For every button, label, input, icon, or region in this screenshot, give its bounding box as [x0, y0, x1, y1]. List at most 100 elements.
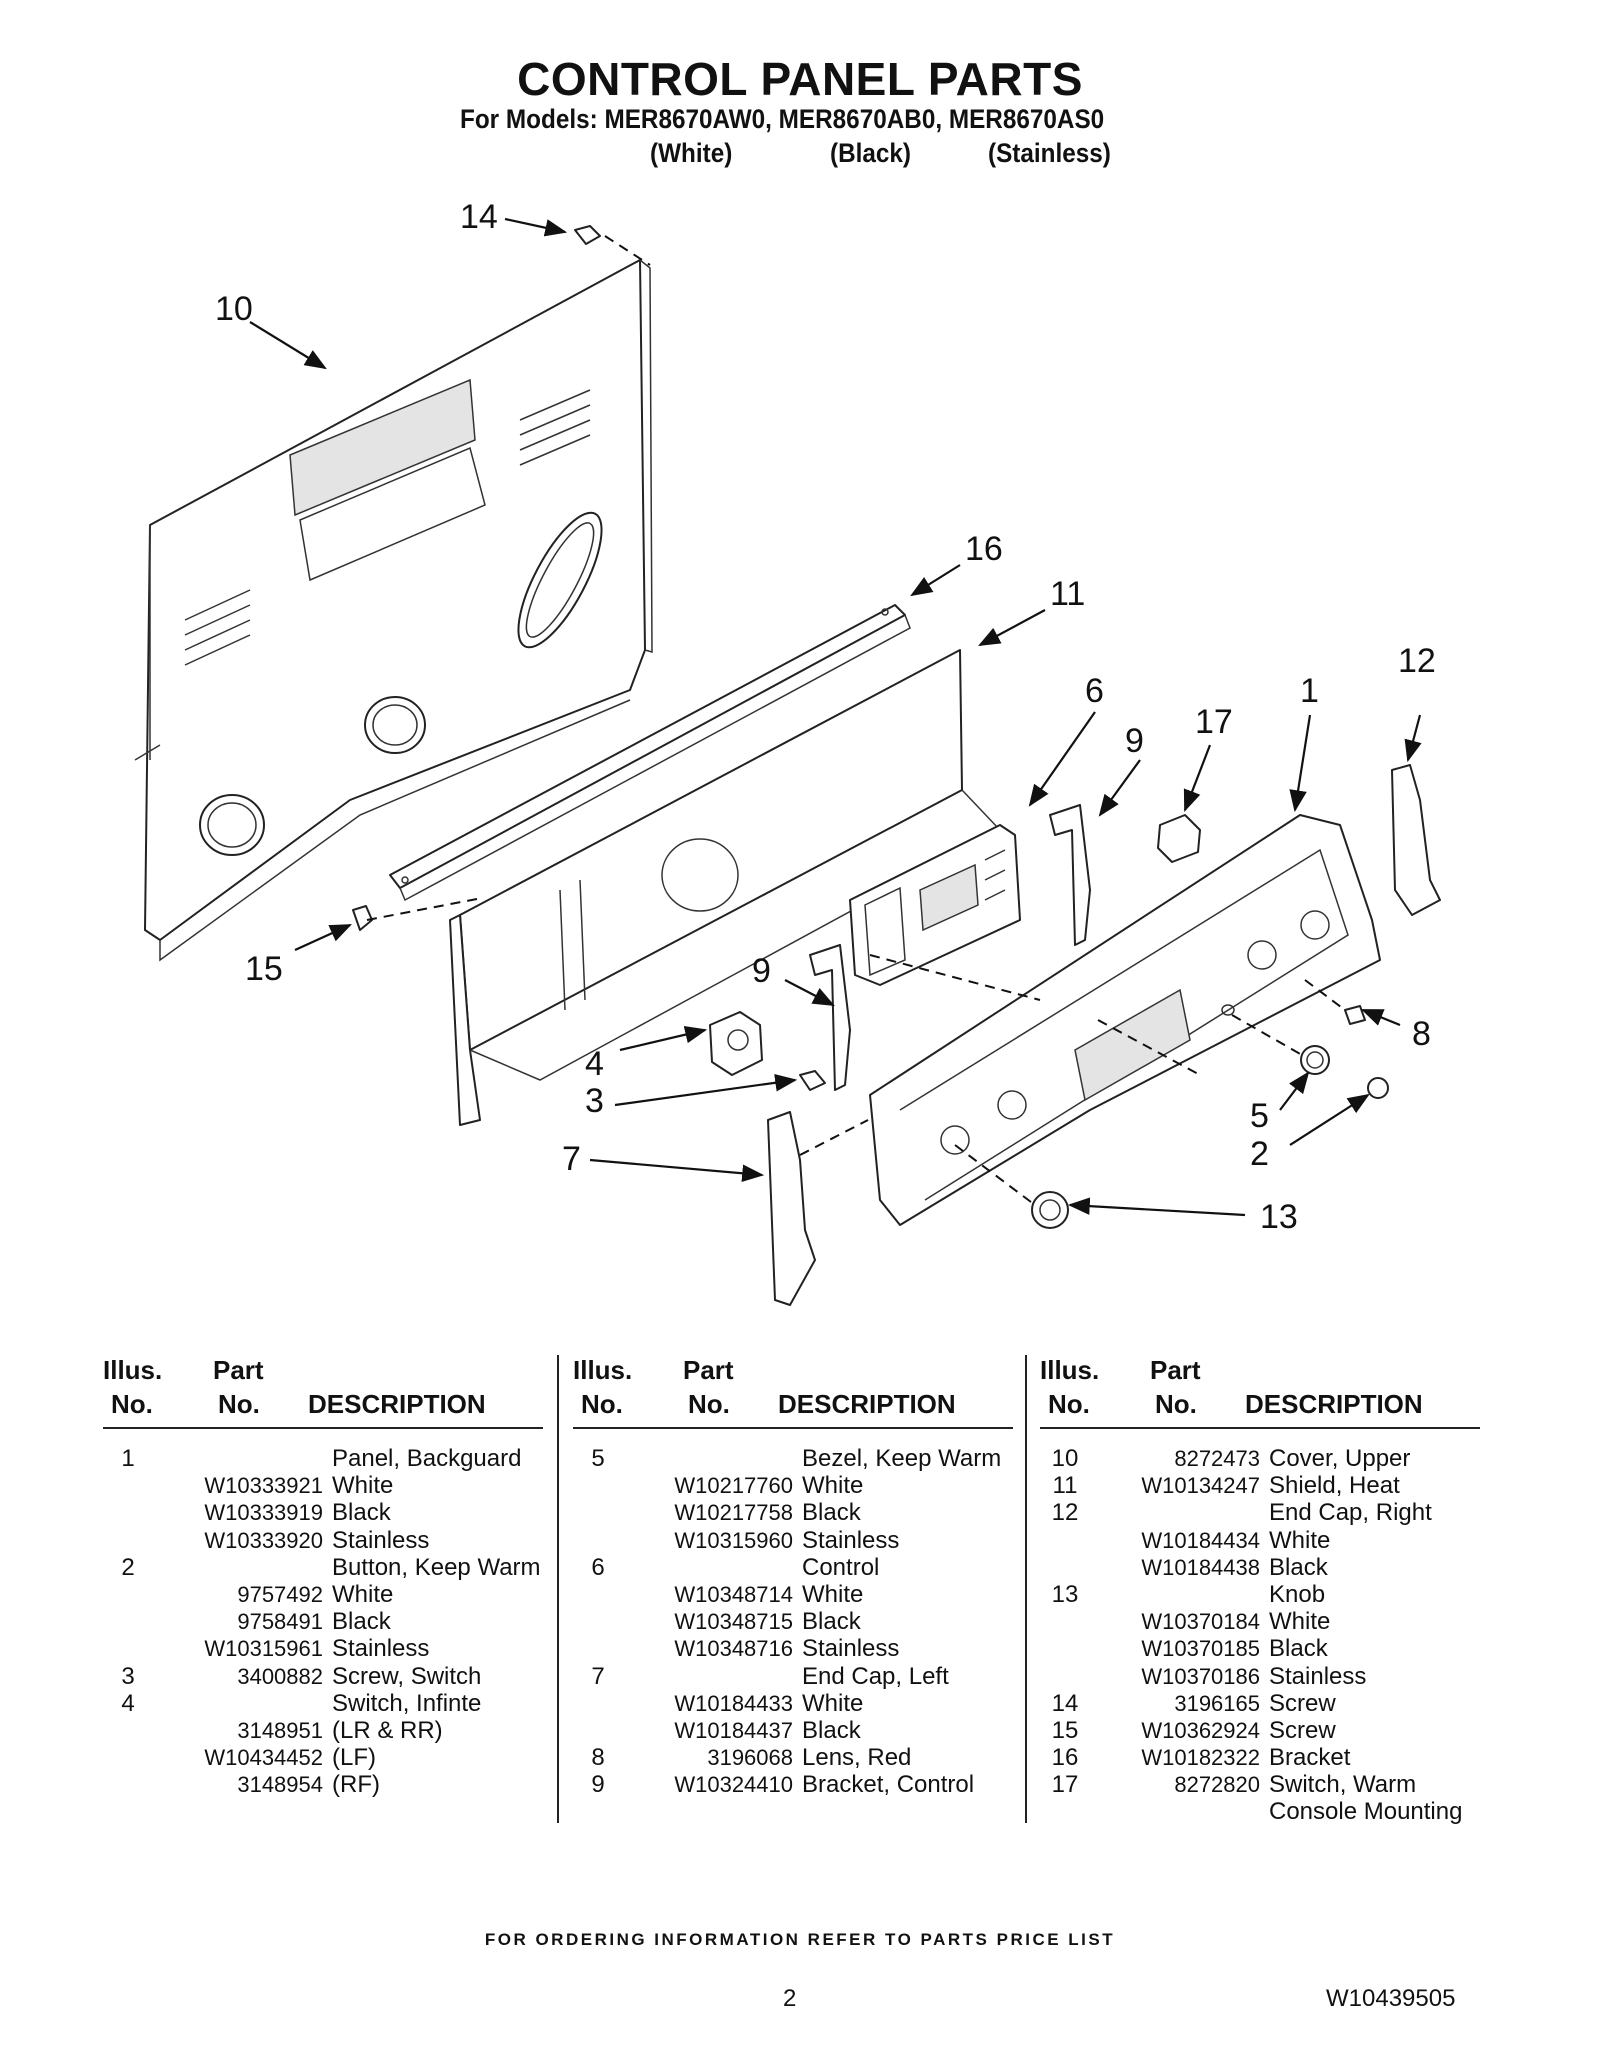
end-cap-right-part	[1391, 764, 1441, 916]
header-illus: Illus.	[103, 1355, 163, 1385]
table-row: 3148951(LR & RR)	[103, 1717, 553, 1744]
part-description: Bracket, Control	[802, 1771, 975, 1799]
part-description: Stainless	[802, 1635, 900, 1663]
part-number: W10182322	[1141, 1745, 1260, 1771]
part-number: 3196165	[1174, 1690, 1260, 1716]
lens-red-8-part	[1344, 1005, 1366, 1025]
header-illus-no: No.	[581, 1389, 623, 1419]
part-description: Black	[802, 1499, 861, 1527]
callout-12: 12	[1398, 642, 1436, 680]
part-number: W10315961	[204, 1636, 323, 1662]
header-part: Part	[213, 1355, 264, 1385]
part-description: White	[802, 1472, 864, 1500]
illus-number: 13	[1051, 1580, 1079, 1608]
table-row: W10217760 White	[573, 1472, 1023, 1499]
part-description: Black	[1269, 1635, 1328, 1663]
color-label-black: (Black)	[830, 138, 912, 168]
table-row: W10434452(LF)	[103, 1744, 553, 1771]
header-illus-no: No.	[111, 1389, 153, 1419]
part-number: 8272820	[1174, 1772, 1260, 1798]
callout-17: 17	[1195, 703, 1233, 741]
part-description: End Cap, Right	[1269, 1499, 1432, 1527]
control-board-part	[849, 824, 1021, 986]
ordering-note: FOR ORDERING INFORMATION REFER TO PARTS …	[484, 1930, 1116, 1949]
part-description: Cover, Upper	[1269, 1445, 1411, 1472]
header-description: DESCRIPTION	[1245, 1389, 1423, 1419]
callout-13: 13	[1260, 1198, 1298, 1236]
bezel-keep-warm-5-part	[1300, 1045, 1330, 1075]
column-divider-2	[1025, 1355, 1027, 1823]
part-description: (RF)	[332, 1771, 380, 1799]
infinite-switch-part	[709, 1011, 763, 1076]
part-number: 3400882	[237, 1663, 323, 1689]
part-number: W10362924	[1141, 1717, 1260, 1743]
part-description: Bracket	[1269, 1744, 1351, 1772]
part-description: White	[802, 1580, 864, 1608]
part-description: Black	[802, 1716, 861, 1744]
heat-shield-part	[449, 649, 1002, 1126]
part-description: Screw	[1269, 1689, 1336, 1717]
illus-number: 8	[591, 1744, 605, 1772]
callout-14: 14	[460, 198, 498, 236]
table-header: Illus. No. Part No. DESCRIPTION	[103, 1355, 543, 1429]
callout-1: 1	[1300, 672, 1319, 710]
warm-switch-part	[1157, 814, 1201, 863]
header-part: Part	[1150, 1355, 1201, 1385]
callout-10: 10	[215, 290, 253, 328]
part-description: White	[802, 1689, 864, 1717]
header-description: DESCRIPTION	[778, 1389, 956, 1419]
part-description: Shield, Heat	[1269, 1472, 1400, 1500]
table-header: Illus. No. Part No. DESCRIPTION	[1040, 1355, 1480, 1429]
page-title: CONTROL PANEL PARTS	[517, 53, 1083, 105]
page-number: 2	[783, 1985, 797, 2012]
part-number: W10315960	[674, 1527, 793, 1553]
callout-5: 5	[1250, 1097, 1269, 1135]
table-row: Console Mounting	[1040, 1798, 1490, 1825]
illus-number: 11	[1052, 1472, 1078, 1500]
callout-15: 15	[245, 950, 283, 988]
part-description: Panel, Backguard	[332, 1445, 522, 1472]
color-label-stainless: (Stainless)	[988, 138, 1111, 168]
header-part-no: No.	[688, 1389, 730, 1419]
part-number: W10348716	[674, 1636, 793, 1662]
part-number: W10217760	[674, 1473, 793, 1499]
callout-9-upper: 9	[1125, 722, 1144, 760]
part-description: Switch, Infinte	[332, 1689, 482, 1717]
document-number: W10439505	[1326, 1985, 1456, 2012]
illus-number: 17	[1051, 1771, 1079, 1799]
part-description: (LR & RR)	[332, 1716, 443, 1744]
illus-number: 10	[1051, 1445, 1079, 1472]
part-description: Control	[802, 1553, 880, 1581]
part-number: W10370184	[1141, 1609, 1260, 1635]
illus-number: 5	[591, 1445, 605, 1472]
part-number: W10184438	[1141, 1554, 1260, 1580]
header-part-no: No.	[1155, 1389, 1197, 1419]
part-number: W10370185	[1141, 1636, 1260, 1662]
exploded-parts-diagram: 14 10 16 11 12 6 17 1 9 15 9 4 8 3 5 2 7…	[134, 198, 1441, 1306]
part-description: Screw, Switch	[332, 1662, 482, 1690]
button-keep-warm-2-part	[1367, 1077, 1389, 1099]
callout-2: 2	[1250, 1135, 1269, 1173]
callout-3: 3	[585, 1082, 604, 1120]
part-number: W10348715	[674, 1609, 793, 1635]
